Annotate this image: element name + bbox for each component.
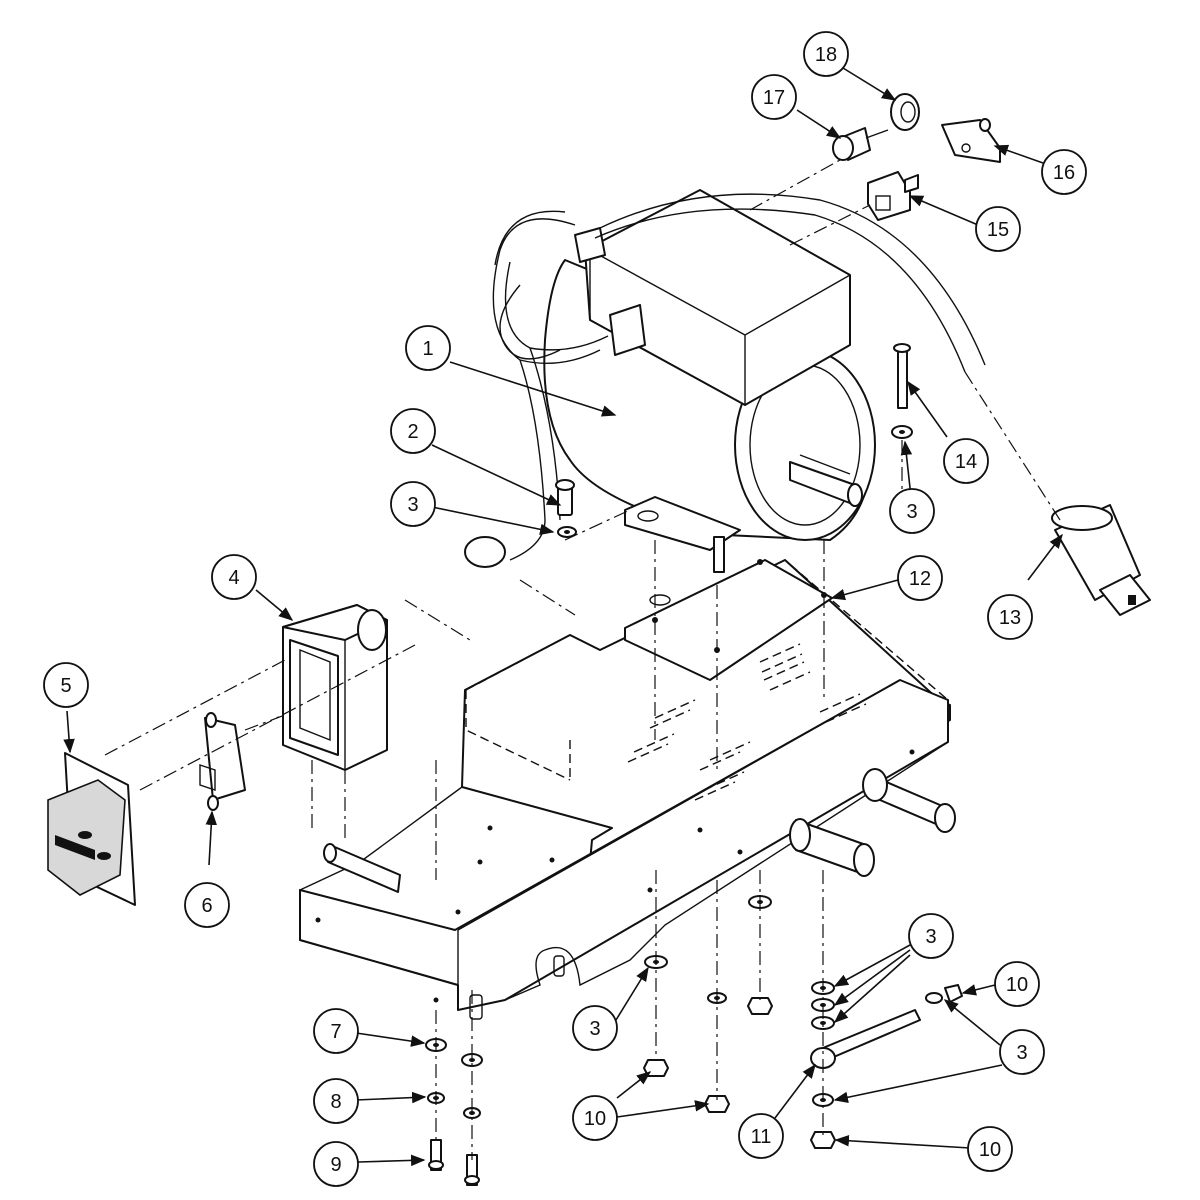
callout-label: 3 [589,1018,600,1040]
washers-motor [557,425,913,573]
clamp [941,118,1001,163]
callout-6: 6 [184,882,230,928]
callout-label: 3 [1016,1042,1027,1064]
assembly-lines [104,159,1061,1160]
callout-3: 3 [889,488,935,534]
callout-1: 1 [405,325,451,371]
callout-4: 4 [211,554,257,600]
callout-label: 3 [906,501,917,523]
callout-label: 12 [909,568,931,590]
callout-10: 10 [994,961,1040,1007]
axle-rear [789,768,956,877]
callout-11: 11 [738,1113,784,1159]
callout-label: 8 [330,1091,341,1113]
callout-label: 5 [60,675,71,697]
toggle-switch [199,712,246,811]
axle-front [323,843,401,893]
switch-cover-plate [47,752,136,906]
callout-9: 9 [313,1141,359,1187]
callout-12: 12 [897,555,943,601]
callout-15: 15 [975,206,1021,252]
callout-2: 2 [390,408,436,454]
callout-label: 18 [815,44,837,66]
callout-16: 16 [1041,149,1087,195]
callout-14: 14 [943,438,989,484]
callout-balloons: 1 2 3 3 3 3 3 4 5 6 7 8 9 10 10 10 11 12… [43,31,1087,1187]
lower-hardware [425,895,963,1186]
callout-label: 10 [1006,974,1028,996]
callout-label: 14 [955,451,977,473]
callout-10: 10 [572,1095,618,1141]
bolt-14 [893,343,911,409]
callout-label: 3 [407,494,418,516]
callout-label: 1 [422,338,433,360]
callout-3: 3 [908,913,954,959]
callout-10: 10 [967,1126,1013,1172]
callout-label: 6 [201,895,212,917]
motor-bolt [555,479,575,516]
mounting-plate [624,559,833,681]
callout-5: 5 [43,662,89,708]
switch-15 [867,171,919,221]
callout-label: 13 [999,607,1021,629]
callout-label: 7 [330,1021,341,1043]
callout-label: 2 [407,421,418,443]
callout-label: 15 [987,219,1009,241]
callout-label: 3 [925,926,936,948]
callout-label: 16 [1053,162,1075,184]
callout-label: 10 [584,1108,606,1130]
strain-relief [832,127,889,161]
base-chassis [299,559,951,1020]
callout-3: 3 [999,1029,1045,1075]
callout-8: 8 [313,1078,359,1124]
callout-label: 4 [228,567,239,589]
callout-3: 3 [390,481,436,527]
callout-label: 9 [330,1154,341,1176]
callout-7: 7 [313,1008,359,1054]
callout-13: 13 [987,594,1033,640]
plug [1051,504,1151,616]
callout-label: 11 [751,1126,772,1148]
motor [464,189,986,568]
callout-18: 18 [803,31,849,77]
grommet [890,93,920,131]
callout-label: 10 [979,1139,1001,1161]
callout-17: 17 [751,74,797,120]
callout-label: 17 [763,87,785,109]
callout-3: 3 [572,1005,618,1051]
leader-lines [63,67,1063,1167]
